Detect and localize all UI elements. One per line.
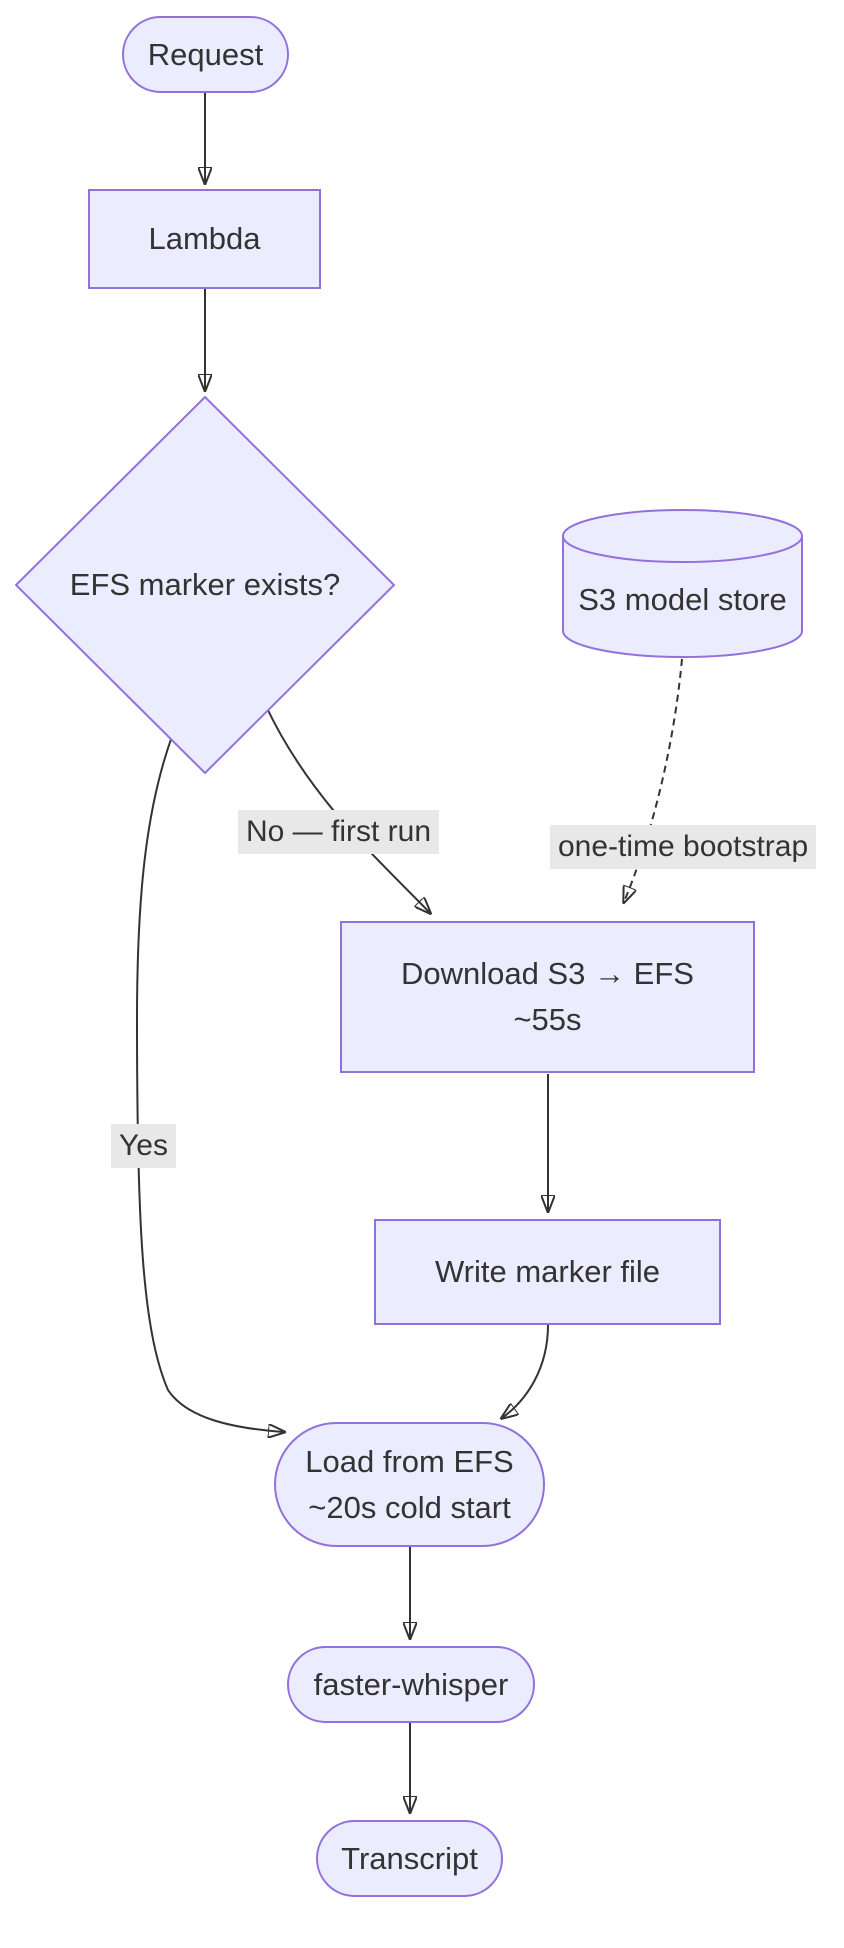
node-download-line1: Download S3 → EFS: [401, 956, 694, 991]
node-write-marker-label: Write marker file: [434, 1254, 661, 1289]
edge-write-marker-to-load: [502, 1324, 549, 1418]
node-request-label: Request: [147, 36, 264, 72]
cylinder-shape: [562, 509, 803, 658]
node-transcript: Transcript: [316, 1820, 503, 1897]
node-s3-label: S3 model store: [578, 581, 787, 617]
edge-label-yes: Yes: [111, 1124, 176, 1168]
node-load-efs-line1: Load from EFS: [305, 1443, 514, 1479]
node-download-s3-efs: Download S3 → EFS ~55s: [340, 921, 755, 1073]
edge-label-no-first-run: No — first run: [238, 810, 440, 854]
node-lambda-label: Lambda: [148, 221, 261, 256]
node-download-line2: ~55s: [513, 1002, 582, 1037]
node-request: Request: [122, 16, 289, 93]
edge-s3-to-download: [624, 658, 683, 902]
node-lambda: Lambda: [88, 189, 321, 289]
node-faster-whisper: faster-whisper: [287, 1646, 535, 1723]
edge-label-one-time-bootstrap: one-time bootstrap: [550, 825, 817, 869]
node-s3-model-store: S3 model store: [562, 509, 803, 658]
node-load-from-efs: Load from EFS ~20s cold start: [274, 1422, 545, 1547]
node-decision-efs-marker: EFS marker exists?: [15, 396, 395, 774]
node-faster-whisper-label: faster-whisper: [313, 1666, 509, 1702]
node-load-efs-line2: ~20s cold start: [308, 1489, 511, 1525]
diamond-shape: [15, 396, 395, 774]
node-write-marker: Write marker file: [374, 1219, 721, 1325]
node-decision-label: EFS marker exists?: [69, 567, 341, 602]
edge-decision-to-load-yes: [135, 715, 284, 1432]
node-transcript-label: Transcript: [341, 1840, 478, 1876]
